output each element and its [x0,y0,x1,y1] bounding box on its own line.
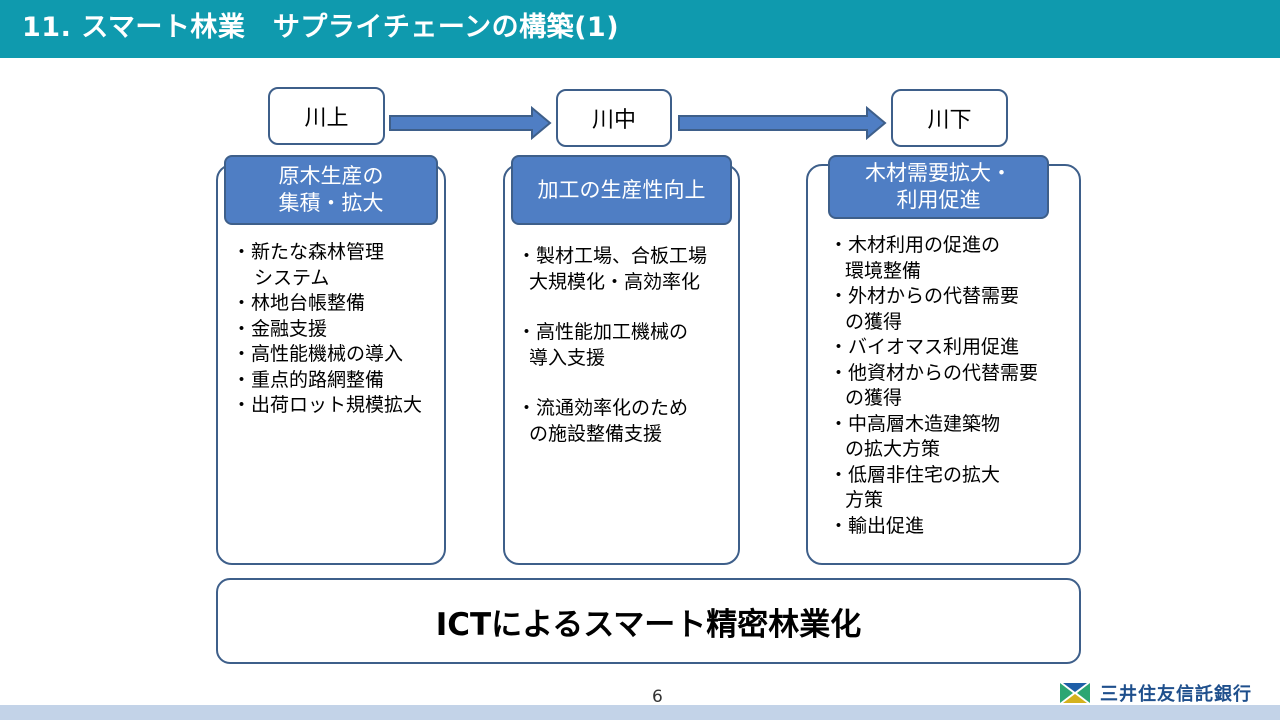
list-item-text: 大規模化・高効率化 [529,270,701,293]
upstream-panel-title: 原木生産の 集積・拡大 [224,155,438,225]
list-item-text: ・出荷ロット規模拡大 [232,394,423,416]
list-item-text: ・重点的路網整備 [232,368,385,391]
flow-arrow-1 [389,106,552,140]
list-item-text: ・輸出促進 [829,514,925,537]
mitsui-sumitomo-trust-logo-icon [1060,683,1090,703]
upstream-panel [216,164,446,565]
footer-bar [0,705,1280,720]
list-item-text: 方策 [845,489,884,511]
stage-downstream-label: 川下 [891,89,1008,147]
list-item: ・流通効率化のため の施設整備支援 [517,396,707,447]
stage-midstream-label: 川中 [556,89,672,147]
downstream-title-line: 木材需要拡大・ [865,161,1012,185]
list-item: ・外材からの代替需要 の獲得 [829,284,1038,335]
list-item: ・他資材からの代替需要 の獲得 [829,361,1038,412]
list-item: ・高性能機械の導入 [232,342,422,368]
list-item-text: ・中高層木造建築物 [829,412,1001,435]
stage-upstream-label: 川上 [268,87,385,145]
logo-text: 三井住友信託銀行 [1100,684,1252,705]
list-item: ・高性能加工機械の 導入支援 [517,320,707,371]
title-bar: 11. スマート林業 サプライチェーンの構築(1) [0,0,1280,58]
list-item-text: ・製材工場、合板工場 [517,245,708,267]
list-item: ・木材利用の促進の 環境整備 [829,233,1038,284]
upstream-title-line: 原木生産の [278,164,384,188]
list-item: ・林地台帳整備 [232,291,422,317]
midstream-panel-title: 加工の生産性向上 [511,155,732,225]
list-item-text: 導入支援 [529,346,606,369]
upstream-title-line: 集積・拡大 [278,191,384,215]
list-item: ・バイオマス利用促進 [829,335,1038,361]
list-item-text: ・低層非住宅の拡大 [829,463,1001,486]
list-item-text: の施設整備支援 [529,422,663,445]
list-item-text: ・林地台帳整備 [232,292,366,314]
list-item-text: システム [254,266,330,289]
list-item-text: ・新たな森林管理 [232,241,385,263]
list-item-text: ・バイオマス利用促進 [829,336,1020,358]
downstream-panel [806,164,1081,565]
downstream-title-line: 利用促進 [896,188,981,212]
list-item-text: の獲得 [845,310,903,333]
downstream-panel-title: 木材需要拡大・ 利用促進 [828,155,1049,219]
ict-summary-box: ICTによるスマート精密林業化 [216,578,1081,664]
slide-title: 11. スマート林業 サプライチェーンの構築(1) [22,12,620,43]
list-item: ・出荷ロット規模拡大 [232,393,422,419]
midstream-item-list: ・製材工場、合板工場 大規模化・高効率化 ・高性能加工機械の 導入支援 ・流通効… [517,244,707,472]
upstream-item-list: ・新たな森林管理 システム ・林地台帳整備 ・金融支援 ・高性能機械の導入 ・重… [232,240,422,419]
list-item: ・中高層木造建築物 の拡大方策 [829,412,1038,463]
list-item-text: の獲得 [845,387,903,409]
page-number: 6 [652,687,663,707]
list-item-text: の拡大方策 [845,438,941,460]
list-item-text: ・金融支援 [232,317,328,340]
list-item: ・低層非住宅の拡大 方策 [829,463,1038,514]
downstream-item-list: ・木材利用の促進の 環境整備 ・外材からの代替需要 の獲得 ・バイオマス利用促進… [829,233,1038,539]
company-logo: 三井住友信託銀行 [1058,680,1252,706]
list-item-text: ・流通効率化のため [517,397,689,419]
list-item-text: ・高性能加工機械の [517,321,689,343]
list-item: ・金融支援 [232,317,422,343]
list-item: ・重点的路網整備 [232,368,422,394]
midstream-title-line: 加工の生産性向上 [537,177,706,202]
list-item-text: ・他資材からの代替需要 [829,361,1039,384]
list-item: ・輸出促進 [829,514,1038,540]
list-item-text: ・木材利用の促進の [829,234,1001,256]
list-item: ・製材工場、合板工場 大規模化・高効率化 [517,244,707,295]
midstream-panel [503,164,740,565]
list-item-text: ・高性能機械の導入 [232,343,404,365]
list-item-text: ・外材からの代替需要 [829,285,1020,307]
list-item: ・新たな森林管理 システム [232,240,422,291]
flow-arrow-2 [678,106,887,140]
list-item-text: 環境整備 [845,259,922,282]
